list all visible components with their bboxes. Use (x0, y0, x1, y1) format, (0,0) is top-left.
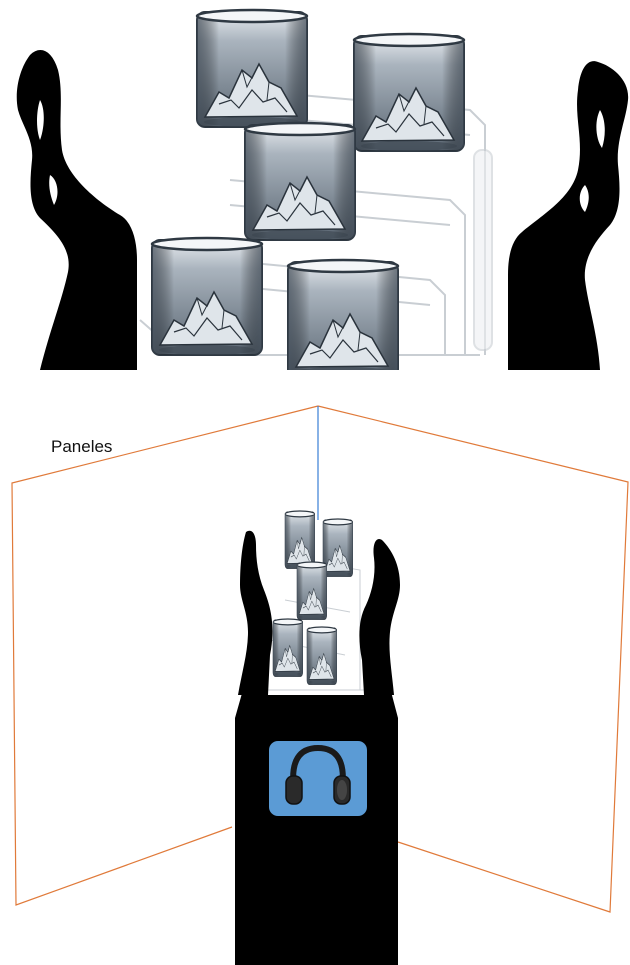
panels-label: Paneles (51, 437, 112, 457)
headphones-badge (269, 741, 367, 816)
mini-glasses (273, 511, 353, 684)
